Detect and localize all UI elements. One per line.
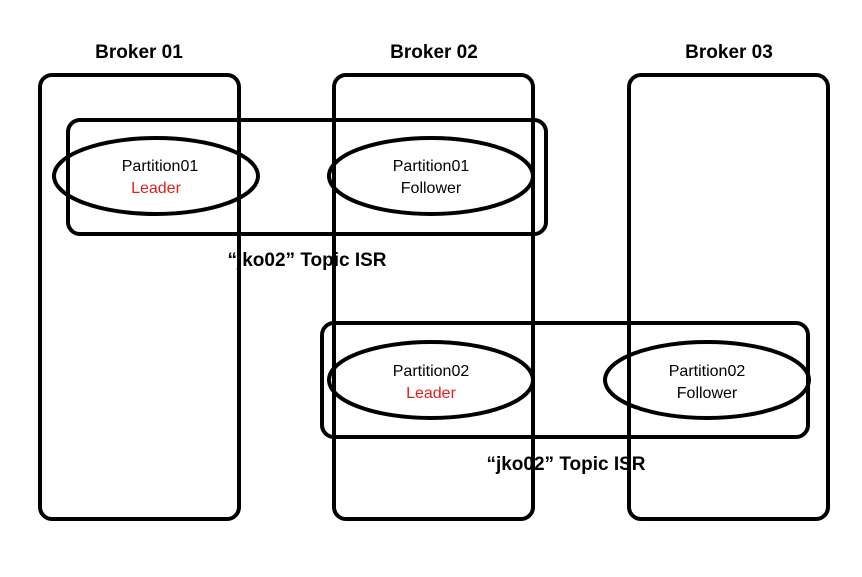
partition01-leader-ellipse: [52, 136, 260, 216]
broker-02-title: Broker 02: [390, 42, 478, 63]
broker-03-title: Broker 03: [685, 42, 773, 63]
broker-02-box: [332, 73, 535, 521]
isr-group-1-label: “jko02” Topic ISR: [227, 250, 386, 271]
partition02-leader-ellipse: [327, 340, 535, 420]
broker-01-box: [38, 73, 241, 521]
partition02-follower-ellipse: [603, 340, 811, 420]
partition02-leader-name: Partition02: [393, 363, 470, 380]
partition01-follower-ellipse: [327, 136, 535, 216]
partition02-follower-role: Follower: [677, 385, 738, 402]
partition01-follower-name: Partition01: [393, 158, 470, 175]
isr-group-1-box: [66, 118, 548, 236]
partition01-follower-role: Follower: [401, 180, 462, 197]
broker-03-box: [627, 73, 830, 521]
broker-01-title: Broker 01: [95, 42, 183, 63]
isr-group-2-label: “jko02” Topic ISR: [486, 454, 645, 475]
partition01-leader-name: Partition01: [122, 158, 199, 175]
partition02-follower-name: Partition02: [669, 363, 746, 380]
isr-group-2-box: [320, 321, 810, 439]
partition01-leader-role: Leader: [131, 180, 181, 197]
partition02-leader-role: Leader: [406, 385, 456, 402]
